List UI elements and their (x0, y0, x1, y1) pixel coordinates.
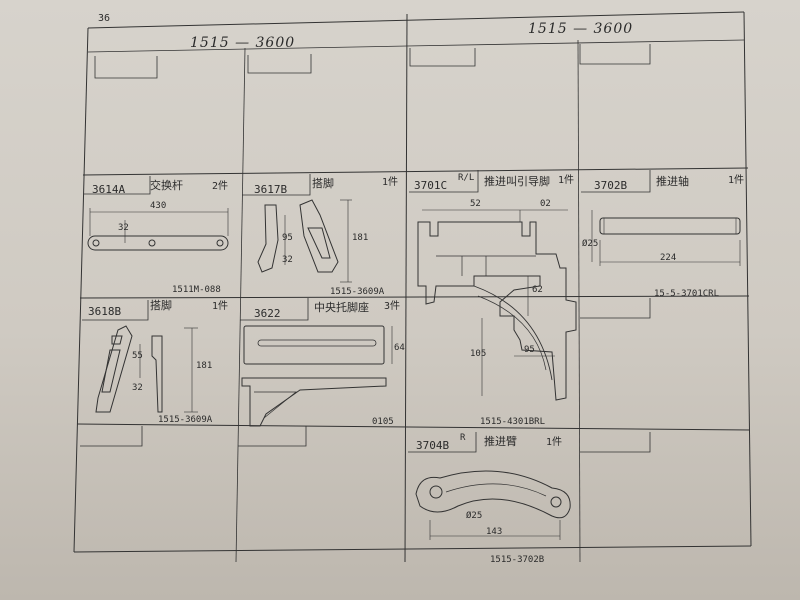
drawing-number: 1515-3609A (330, 287, 385, 297)
part-id: 3704B (416, 439, 450, 452)
part-name: 推进臂 (484, 435, 517, 448)
dimension: 224 (660, 253, 677, 263)
part-id: 3622 (254, 307, 281, 320)
dimension: 32 (282, 255, 293, 265)
drawing-3702b (591, 210, 741, 266)
dimension: 32 (132, 383, 143, 393)
header-right: 1515 — 3600 (528, 21, 634, 37)
drawing-3704b (415, 470, 571, 540)
dimension: 64 (394, 343, 405, 353)
header-left: 1515 — 3600 (190, 35, 296, 51)
drawing-number: 1515-3702B (490, 555, 545, 565)
part-name: 交换杆 (150, 179, 183, 192)
part-qty: 1件 (728, 175, 745, 186)
dimension: 02 (540, 199, 551, 209)
part-qty: 3件 (384, 301, 401, 312)
dimension: 55 (132, 351, 143, 361)
drawing-3614a (87, 208, 229, 251)
part-id: 3614A (92, 183, 126, 196)
dimension: Ø25 (466, 511, 483, 521)
dimension: 95 (524, 345, 535, 355)
drawing-number: 15-5-3701CRL (654, 289, 720, 299)
part-superscript: R (460, 433, 466, 443)
drawing-number: 1511M-088 (172, 285, 221, 295)
drawing-number: 1515-4301BRL (480, 417, 546, 427)
drawing-3618b (95, 325, 198, 413)
part-qty: 1件 (558, 175, 575, 186)
part-qty: 2件 (212, 181, 229, 192)
part-qty: 1件 (546, 437, 563, 448)
part-superscript: R/L (458, 173, 475, 183)
dimension: Ø25 (582, 239, 599, 249)
drawing-number: 1515-3609A (158, 415, 213, 425)
dimension: 430 (150, 201, 167, 211)
part-id: 3701C (414, 179, 448, 192)
dimension: 105 (470, 349, 487, 359)
part-id: 3702B (594, 179, 628, 192)
part-id: 3617B (254, 183, 288, 196)
part-qty: 1件 (212, 301, 229, 312)
dimension: 32 (118, 223, 129, 233)
dimension: 95 (282, 233, 293, 243)
part-name: 搭脚 (150, 299, 172, 312)
dimension: 62 (532, 285, 543, 295)
part-qty: 1件 (382, 177, 399, 188)
drawing-3622 (241, 325, 393, 427)
drawing-number: 0105 (372, 417, 394, 427)
drawing-3617b (257, 199, 352, 283)
part-id: 3618B (88, 305, 122, 318)
part-name: 推进轴 (656, 175, 689, 188)
part-name: 搭脚 (312, 177, 334, 190)
dimension: 181 (196, 361, 213, 371)
frame-lines (73, 11, 752, 563)
dimension: 52 (470, 199, 481, 209)
part-name: 推进叫引导脚 (484, 175, 550, 188)
page-number: 36 (98, 13, 111, 24)
dimension: 143 (486, 527, 503, 537)
part-name: 中央托脚座 (314, 301, 369, 314)
drawing-3701c (417, 209, 577, 401)
dimension: 181 (352, 233, 369, 243)
